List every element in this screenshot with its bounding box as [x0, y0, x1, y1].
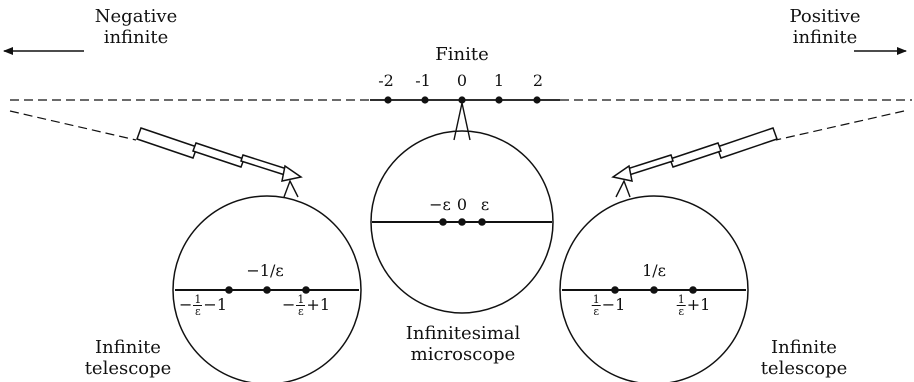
left-telescope — [137, 128, 301, 181]
negative-infinite-line1: Negative — [80, 6, 192, 27]
right-lens-dot-center — [650, 286, 658, 294]
right-lens-right-rest: +1 — [687, 295, 711, 314]
left-lens-right-den: ε — [297, 306, 305, 317]
left-lens-left-sign: − — [179, 295, 192, 314]
left-sight-line — [10, 111, 136, 140]
main-tick-label: -2 — [378, 72, 394, 90]
microscope-label-zero: 0 — [457, 196, 467, 214]
right-lens-left-den: ε — [592, 306, 600, 317]
microscope-label-neg-eps: −ε — [429, 196, 451, 214]
tick-dot-1 — [495, 96, 502, 103]
infinite-telescope-right-line2: telescope — [754, 358, 854, 379]
right-lens-pointer — [616, 181, 630, 197]
infinitesimal-microscope-label: Infinitesimal microscope — [393, 323, 533, 365]
left-lens-center-label: −1/ε — [246, 262, 283, 280]
microscope-dot-neg-eps — [439, 218, 447, 226]
infinite-telescope-right-label: Infinite telescope — [754, 337, 854, 379]
negative-infinite-label: Negative infinite — [80, 6, 192, 48]
tick-dot-neg2 — [384, 96, 391, 103]
microscope-label-eps: ε — [481, 196, 489, 214]
right-lens-center-label: 1/ε — [642, 262, 666, 280]
infinite-telescope-right-line1: Infinite — [754, 337, 854, 358]
right-lens-left-rest: −1 — [602, 295, 626, 314]
right-lens-dot-right — [689, 286, 697, 294]
left-lens-right-rest: +1 — [306, 295, 330, 314]
infinitesimal-microscope-line1: Infinitesimal — [393, 323, 533, 344]
tick-dot-2 — [533, 96, 540, 103]
left-lens-left-rest: −1 — [203, 295, 227, 314]
left-lens-right-sign: − — [282, 295, 295, 314]
microscope-dot-eps — [478, 218, 486, 226]
left-lens-left-den: ε — [194, 306, 202, 317]
right-lens-dot-left — [611, 286, 619, 294]
positive-infinite-line1: Positive — [773, 6, 877, 27]
finite-label: Finite — [412, 44, 512, 65]
right-sight-line — [776, 111, 904, 140]
microscope-pointer — [454, 103, 470, 140]
main-tick-label: 2 — [533, 72, 543, 90]
negative-infinite-line2: infinite — [80, 27, 192, 48]
main-tick-label: 1 — [494, 72, 504, 90]
positive-infinite-line2: infinite — [773, 27, 877, 48]
left-lens-dot-center — [263, 286, 271, 294]
positive-infinite-label: Positive infinite — [773, 6, 877, 48]
tick-dot-neg1 — [421, 96, 428, 103]
microscope-dot-0 — [458, 218, 466, 226]
infinite-telescope-left-line1: Infinite — [78, 337, 178, 358]
infinite-telescope-left-label: Infinite telescope — [78, 337, 178, 379]
left-lens-pointer — [284, 181, 298, 197]
infinitesimal-microscope-line2: microscope — [393, 344, 533, 365]
infinite-telescope-left-line2: telescope — [78, 358, 178, 379]
right-lens-right-den: ε — [677, 306, 685, 317]
left-lens-dot-left — [225, 286, 233, 294]
main-tick-label: -1 — [415, 72, 431, 90]
right-telescope — [613, 128, 777, 181]
tick-dot-0 — [458, 96, 465, 103]
main-tick-label: 0 — [457, 72, 467, 90]
